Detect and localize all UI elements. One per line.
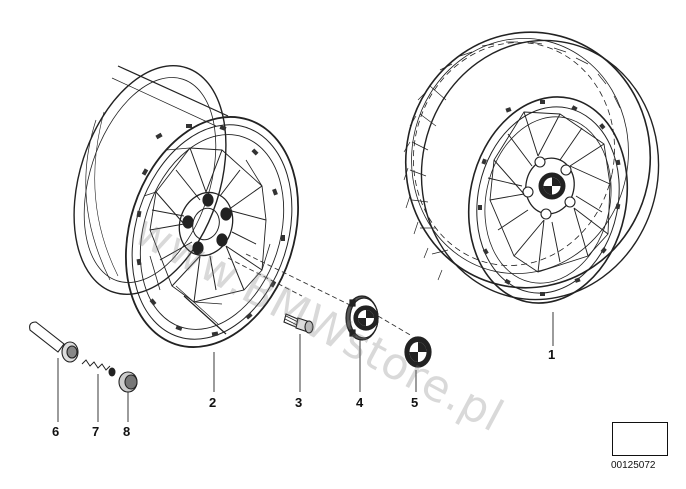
callout-7[interactable]: 7 bbox=[92, 424, 100, 439]
valve-cap-drawing bbox=[118, 371, 138, 393]
valve-core-drawing bbox=[81, 359, 116, 377]
callout-3[interactable]: 3 bbox=[295, 395, 303, 410]
callout-5[interactable]: 5 bbox=[411, 395, 419, 410]
callout-2[interactable]: 2 bbox=[209, 395, 217, 410]
callout-6[interactable]: 6 bbox=[52, 424, 60, 439]
next-diagram-button[interactable] bbox=[612, 422, 668, 456]
callout-4[interactable]: 4 bbox=[356, 395, 364, 410]
callout-8[interactable]: 8 bbox=[123, 424, 131, 439]
leader-lines bbox=[57, 312, 554, 422]
diagram-id: 00125072 bbox=[611, 460, 656, 471]
rim-drawing bbox=[73, 65, 299, 348]
assembly-guide-lines bbox=[227, 253, 413, 337]
emblem-drawing bbox=[404, 336, 432, 368]
hub-emblem bbox=[538, 172, 566, 200]
valve-drawing bbox=[29, 321, 79, 363]
hub-cap-drawing bbox=[345, 295, 379, 341]
wheel-bolt-drawing bbox=[283, 313, 314, 334]
callout-1[interactable]: 1 bbox=[548, 347, 556, 362]
wheel-with-tire-drawing bbox=[403, 31, 660, 304]
